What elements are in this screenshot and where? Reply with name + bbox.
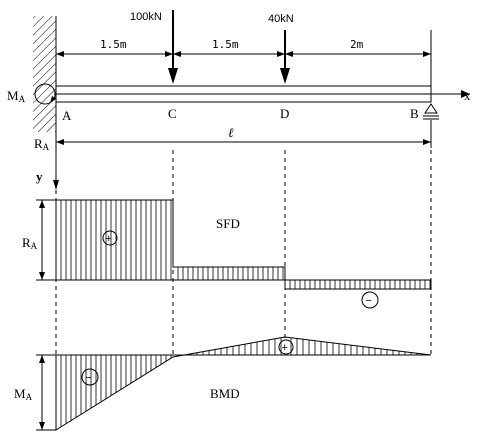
bmd-negative-sign: − <box>81 368 99 386</box>
sfd-ra-dimension <box>36 199 56 281</box>
sfd-negative-sign: − <box>361 291 379 309</box>
x-axis-label: x <box>464 88 471 103</box>
svg-text:−: − <box>366 295 372 307</box>
sfd-positive-sign: + <box>102 230 118 246</box>
sfd-hatching <box>60 200 431 289</box>
bmd-title: BMD <box>210 386 240 401</box>
point-label-B: B <box>410 106 419 121</box>
span-label-CD: 1.5m <box>212 38 239 51</box>
force-reaction-label: RA <box>34 136 50 152</box>
load-label-40kN: 40kN <box>268 13 294 25</box>
svg-text:−: − <box>86 372 92 384</box>
roller-support-B <box>423 103 439 120</box>
fixed-wall <box>33 16 57 132</box>
moment-reaction-symbol <box>34 83 56 105</box>
beam <box>55 85 470 103</box>
bmd-hatching <box>60 337 430 427</box>
y-axis <box>53 102 59 190</box>
total-length-label: ℓ <box>228 125 234 140</box>
svg-text:+: + <box>282 342 288 354</box>
total-length-dimension <box>56 120 432 148</box>
sfd-title: SFD <box>216 216 240 231</box>
load-arrow-100kN <box>168 10 178 84</box>
span-label-DB: 2m <box>350 38 364 51</box>
bmd-outline <box>55 336 432 431</box>
svg-text:+: + <box>106 233 112 245</box>
bmd-ma-dimension <box>36 354 56 431</box>
guide-lines <box>55 150 432 355</box>
y-axis-label: y <box>36 169 43 184</box>
load-label-100kN: 100kN <box>130 11 162 23</box>
bmd-positive-sign: + <box>278 339 294 355</box>
span-label-AC: 1.5m <box>100 38 127 51</box>
load-arrow-40kN <box>280 30 290 84</box>
point-label-A: A <box>62 108 72 123</box>
sfd-outline <box>55 199 432 290</box>
sfd-ra-label: RA <box>22 235 38 251</box>
point-label-D: D <box>280 106 289 121</box>
span-dimension-line <box>56 30 432 86</box>
moment-reaction-label: MA <box>7 88 26 104</box>
point-label-C: C <box>168 106 177 121</box>
bmd-ma-label: MA <box>14 386 33 402</box>
